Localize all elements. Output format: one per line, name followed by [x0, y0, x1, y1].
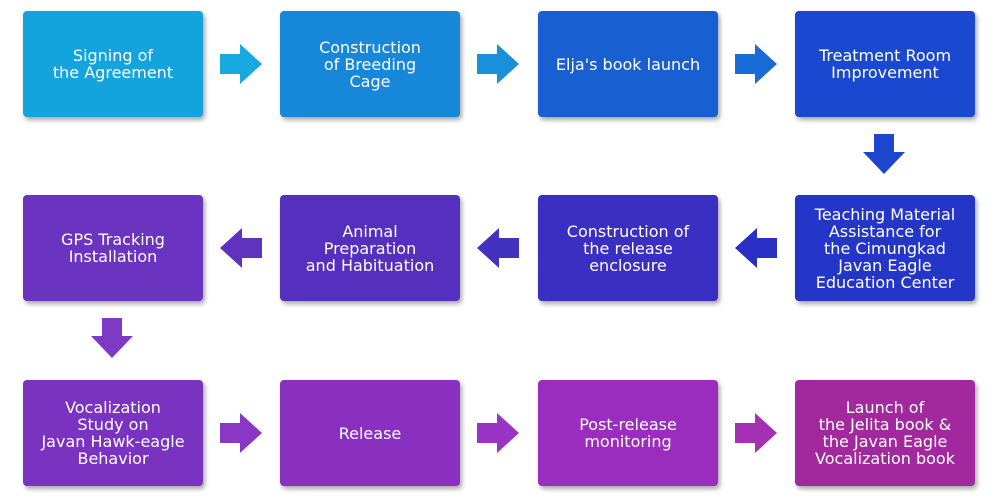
arrow-shape [220, 44, 262, 84]
step-label: Post-release monitoring [579, 415, 677, 451]
arrow-shape [735, 413, 777, 453]
arrow-down-icon [863, 134, 905, 174]
arrow-right-icon [735, 44, 777, 84]
step-label: Construction of Breeding Cage [319, 37, 421, 91]
step-vocalization-study: Vocalization Study on Javan Hawk-eagle B… [23, 380, 203, 486]
arrow-left-icon [220, 228, 262, 268]
arrow-left-icon [735, 228, 777, 268]
arrow-right-icon [220, 44, 262, 84]
step-treatment-room: Treatment Room Improvement [795, 11, 975, 117]
arrow-right-icon [477, 413, 519, 453]
arrow-shape [735, 228, 777, 268]
arrow-shape [477, 44, 519, 84]
arrow-shape [863, 134, 905, 174]
step-post-release-monitoring: Post-release monitoring [538, 380, 718, 486]
step-label: Vocalization Study on Javan Hawk-eagle B… [41, 398, 185, 468]
arrow-right-icon [477, 44, 519, 84]
step-construction-breeding-cage: Construction of Breeding Cage [280, 11, 460, 117]
step-gps-tracking: GPS Tracking Installation [23, 195, 203, 301]
step-label: Elja's book launch [555, 54, 701, 74]
step-teaching-material: Teaching Material Assistance for the Cim… [795, 195, 975, 301]
step-release: Release [280, 380, 460, 486]
step-animal-preparation: Animal Preparation and Habituation [280, 195, 460, 301]
step-label: Teaching Material Assistance for the Cim… [814, 204, 956, 292]
arrow-shape [220, 228, 262, 268]
step-label: Release [338, 423, 402, 443]
arrow-shape [477, 413, 519, 453]
step-launch-jelita-book: Launch of the Jelita book & the Javan Ea… [795, 380, 975, 486]
step-label: Treatment Room Improvement [818, 46, 952, 82]
step-label: Launch of the Jelita book & the Javan Ea… [815, 398, 955, 468]
step-label: Animal Preparation and Habituation [305, 221, 435, 275]
arrow-shape [220, 413, 262, 453]
step-signing-agreement: Signing of the Agreement [23, 11, 203, 117]
arrow-right-icon [220, 413, 262, 453]
arrow-left-icon [477, 228, 519, 268]
arrow-shape [91, 318, 133, 358]
arrow-down-icon [91, 318, 133, 358]
step-label: GPS Tracking Installation [61, 230, 165, 266]
arrow-shape [735, 44, 777, 84]
step-elja-book-launch: Elja's book launch [538, 11, 718, 117]
arrow-right-icon [735, 413, 777, 453]
step-label: Signing of the Agreement [52, 46, 174, 82]
arrow-shape [477, 228, 519, 268]
step-label: Construction of the release enclosure [566, 221, 690, 275]
step-release-enclosure: Construction of the release enclosure [538, 195, 718, 301]
